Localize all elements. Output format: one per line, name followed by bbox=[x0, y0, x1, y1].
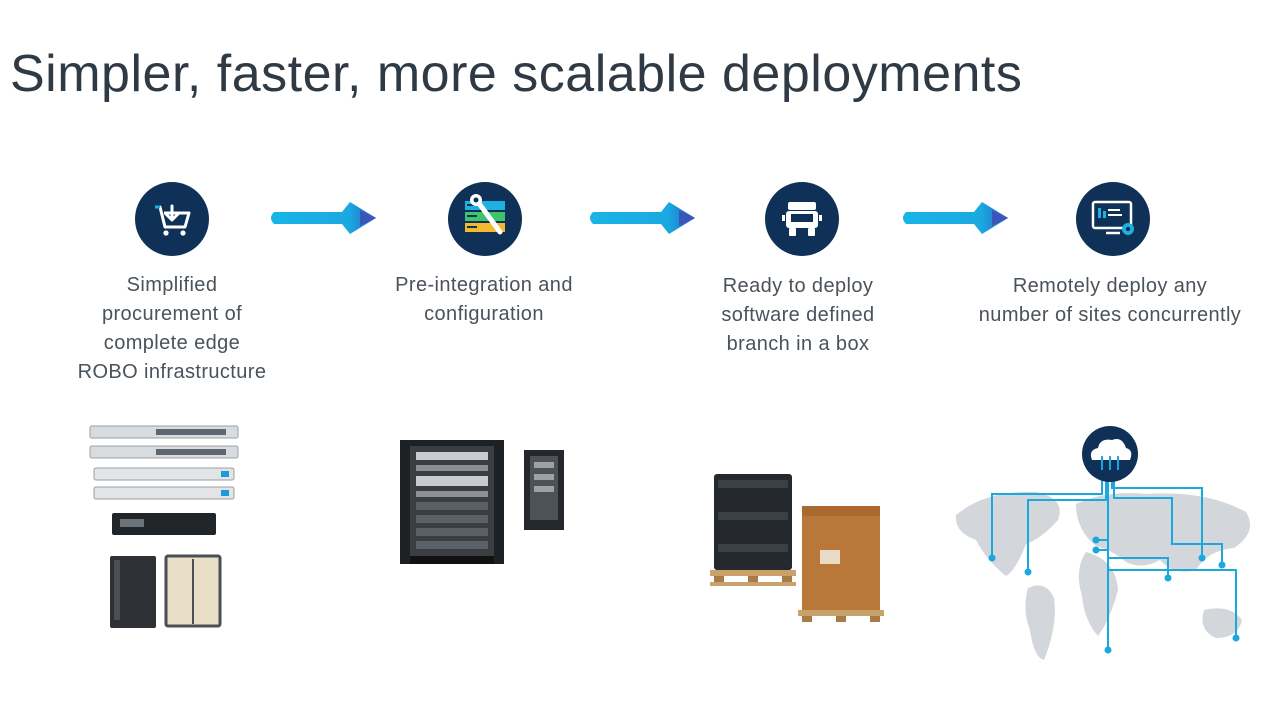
arrow-right-icon bbox=[590, 202, 695, 234]
truck-icon bbox=[765, 182, 839, 256]
arrow-right-icon bbox=[271, 202, 376, 234]
cloud-world-map bbox=[955, 426, 1250, 660]
cart-download-icon bbox=[135, 182, 209, 256]
network-hardware-stack bbox=[89, 425, 239, 628]
step-1-caption: Simplified procurement of complete edge … bbox=[77, 274, 267, 383]
page-title: Simpler, faster, more scalable deploymen… bbox=[10, 45, 1023, 103]
step-3-caption: Ready to deploy software defined branch … bbox=[721, 275, 875, 355]
server-wrench-icon bbox=[448, 182, 522, 256]
monitor-gear-icon bbox=[1076, 182, 1150, 256]
server-rack bbox=[400, 440, 564, 564]
step-4-caption: Remotely deploy any number of sites conc… bbox=[978, 275, 1242, 326]
shipping-crates bbox=[710, 474, 884, 622]
arrow-right-icon bbox=[903, 202, 1008, 234]
step-2-caption: Pre-integration and configuration bbox=[395, 274, 573, 325]
